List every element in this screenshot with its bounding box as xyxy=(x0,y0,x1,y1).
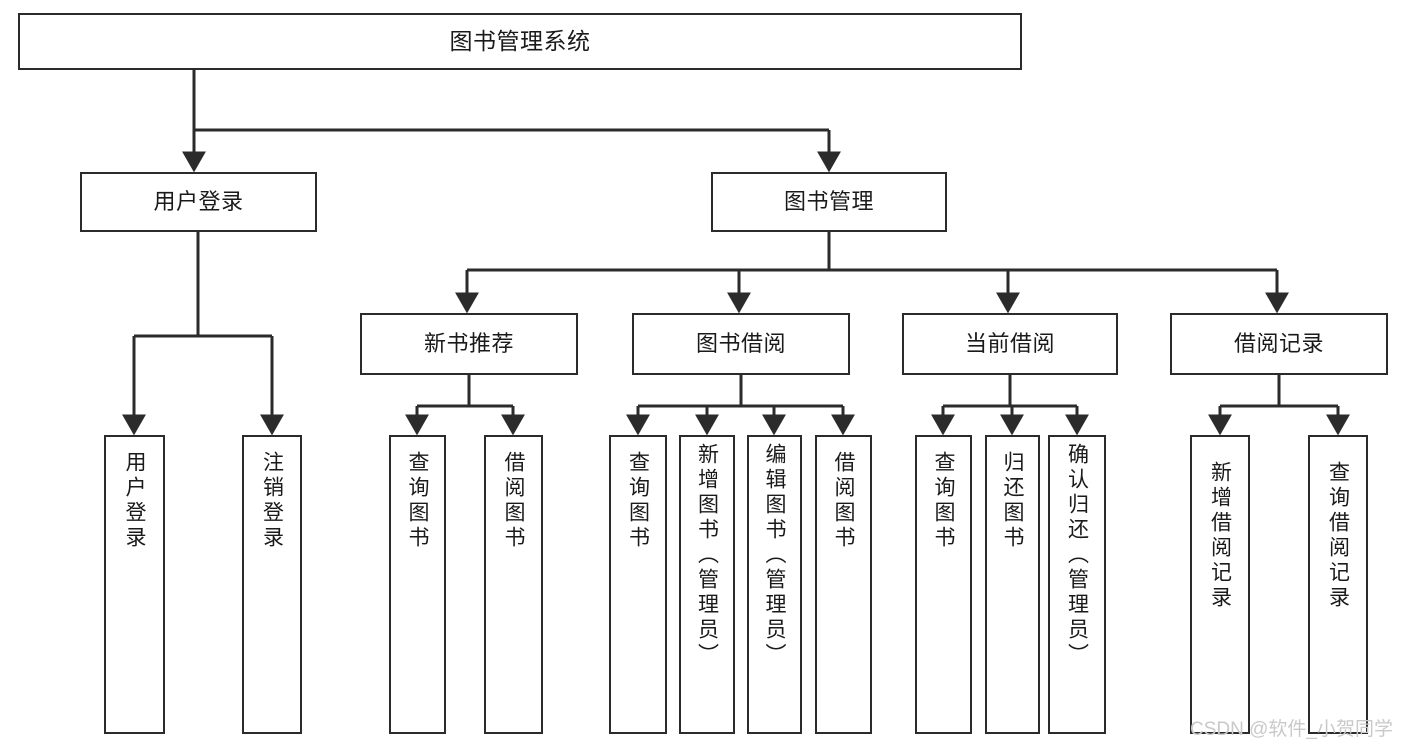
node-book-borrow-label: 图书借阅 xyxy=(695,330,786,356)
node-leaf-return-book[interactable]: 归还图书 xyxy=(985,435,1040,734)
node-root-label: 图书管理系统 xyxy=(449,27,591,54)
node-leaf-query-book-1-label: 查询图书 xyxy=(406,451,429,551)
node-leaf-query-book-3-label: 查询图书 xyxy=(932,451,955,551)
node-leaf-borrow-book-1[interactable]: 借阅图书 xyxy=(484,435,543,734)
node-leaf-logout-label: 注销登录 xyxy=(260,451,284,551)
node-new-book-recommend-label: 新书推荐 xyxy=(423,330,514,356)
node-user-login[interactable]: 用户登录 xyxy=(80,172,317,232)
node-book-manage[interactable]: 图书管理 xyxy=(711,172,947,232)
node-book-manage-label: 图书管理 xyxy=(783,188,874,214)
node-leaf-query-book-1[interactable]: 查询图书 xyxy=(389,435,446,734)
node-leaf-user-login[interactable]: 用户登录 xyxy=(104,435,165,734)
node-leaf-add-book-admin-label: 新增图书（管理员） xyxy=(695,443,719,668)
node-leaf-query-borrow-record[interactable]: 查询借阅记录 xyxy=(1308,435,1368,734)
node-leaf-edit-book-admin-label: 编辑图书（管理员） xyxy=(763,443,786,668)
node-leaf-query-book-2-label: 查询图书 xyxy=(626,451,650,551)
node-leaf-add-borrow-record-label: 新增借阅记录 xyxy=(1208,461,1232,611)
node-leaf-return-book-label: 归还图书 xyxy=(1001,451,1024,551)
node-leaf-borrow-book-1-label: 借阅图书 xyxy=(502,451,525,551)
node-borrow-record-label: 借阅记录 xyxy=(1233,330,1324,356)
node-leaf-add-book-admin[interactable]: 新增图书（管理员） xyxy=(679,435,735,734)
node-leaf-confirm-return-admin[interactable]: 确认归还（管理员） xyxy=(1048,435,1106,734)
node-current-borrow[interactable]: 当前借阅 xyxy=(902,313,1118,375)
node-book-borrow[interactable]: 图书借阅 xyxy=(632,313,850,375)
node-new-book-recommend[interactable]: 新书推荐 xyxy=(360,313,578,375)
csdn-watermark: CSDN @软件_小贺同学 xyxy=(1190,719,1393,740)
node-leaf-user-login-label: 用户登录 xyxy=(123,451,146,551)
node-leaf-confirm-return-admin-label: 确认归还（管理员） xyxy=(1065,443,1089,668)
node-leaf-edit-book-admin[interactable]: 编辑图书（管理员） xyxy=(747,435,802,734)
node-borrow-record[interactable]: 借阅记录 xyxy=(1170,313,1388,375)
node-leaf-borrow-book-2[interactable]: 借阅图书 xyxy=(815,435,872,734)
node-current-borrow-label: 当前借阅 xyxy=(964,330,1055,356)
node-root[interactable]: 图书管理系统 xyxy=(18,13,1022,70)
node-leaf-query-book-3[interactable]: 查询图书 xyxy=(915,435,972,734)
node-user-login-label: 用户登录 xyxy=(153,188,244,214)
node-leaf-query-borrow-record-label: 查询借阅记录 xyxy=(1326,461,1350,611)
node-leaf-logout[interactable]: 注销登录 xyxy=(242,435,302,734)
node-leaf-borrow-book-2-label: 借阅图书 xyxy=(832,451,855,551)
node-leaf-add-borrow-record[interactable]: 新增借阅记录 xyxy=(1190,435,1250,734)
node-leaf-query-book-2[interactable]: 查询图书 xyxy=(609,435,667,734)
